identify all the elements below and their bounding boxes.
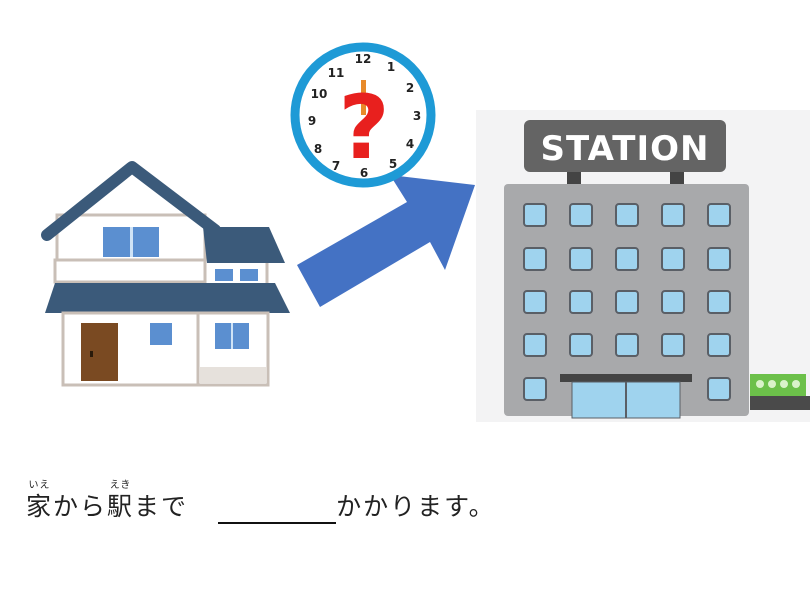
question-sentence: いえ 家 から えき 駅 まで かかります。: [26, 480, 496, 550]
svg-text:8: 8: [314, 142, 322, 156]
svg-text:4: 4: [406, 137, 414, 151]
svg-text:11: 11: [328, 66, 345, 80]
station-sign-text: STATION: [541, 129, 710, 169]
svg-text:12: 12: [355, 52, 372, 66]
clock-icon: 12 1 2 3 4 5 6 7 8 9 10 11 ?: [290, 42, 436, 188]
svg-text:10: 10: [311, 87, 328, 101]
svg-text:3: 3: [413, 109, 421, 123]
particle-made: まで: [134, 492, 189, 521]
svg-text:5: 5: [389, 157, 397, 171]
ruby-eki: えき: [109, 480, 132, 491]
svg-text:2: 2: [406, 81, 414, 95]
svg-text:7: 7: [332, 159, 340, 173]
arrow-icon: [297, 175, 475, 307]
ruby-ie: いえ: [28, 480, 51, 491]
particle-kara: から: [53, 492, 108, 521]
answer-blank[interactable]: [218, 492, 337, 524]
train-icon: [750, 374, 806, 396]
station-illustration: STATION: [476, 110, 810, 422]
svg-text:1: 1: [387, 60, 395, 74]
door: [81, 323, 118, 381]
word-ie: いえ 家: [26, 480, 53, 524]
question-mark: ?: [338, 76, 389, 179]
svg-text:9: 9: [308, 114, 316, 128]
house-illustration: [41, 161, 290, 387]
kakarimasu: かかります。: [336, 492, 496, 521]
word-eki: えき 駅: [107, 480, 134, 524]
svg-text:6: 6: [360, 166, 368, 180]
